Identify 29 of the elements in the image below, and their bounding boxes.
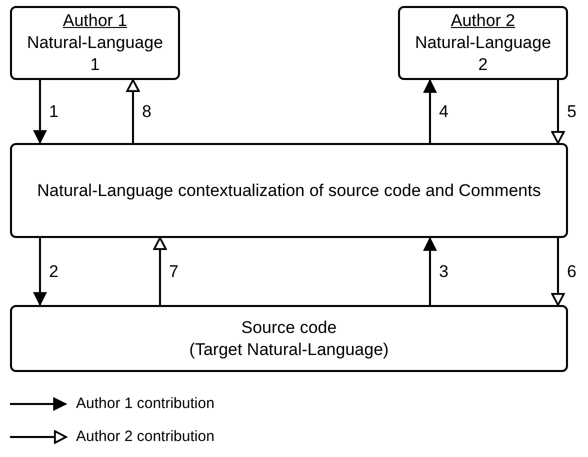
box-text: Natural-Language 2: [414, 32, 552, 76]
process-box: [10, 143, 568, 238]
box-text: Natural-Language 1: [26, 32, 164, 76]
edge-label: 1: [49, 102, 58, 122]
edge-label: 5: [567, 102, 576, 122]
arrow: [33, 238, 47, 306]
arrow: [153, 237, 167, 305]
box-text: Source code: [241, 316, 337, 338]
edge-label: 6: [567, 262, 576, 282]
edge-label: 4: [439, 102, 448, 122]
edge-label: 2: [49, 262, 58, 282]
arrow: [126, 79, 140, 143]
edge-label: 7: [169, 262, 178, 282]
legend-text: Author 2 contribution: [76, 427, 214, 447]
process-box: [10, 305, 568, 372]
arrow: [551, 238, 565, 306]
box-text: Natural-Language contextualization of source code and Comments: [37, 180, 541, 202]
arrow: [551, 80, 565, 144]
edge-label: 8: [142, 102, 152, 122]
edge-label: 3: [439, 262, 448, 282]
process-box: [10, 6, 180, 80]
arrow: [423, 236, 437, 305]
author-heading: Author 2: [450, 10, 516, 32]
box-text: (Target Natural-Language): [189, 338, 389, 360]
arrow: [33, 80, 47, 144]
arrow: [423, 78, 437, 143]
legend-text: Author 1 contribution: [76, 394, 214, 414]
author-heading: Author 1: [62, 10, 128, 32]
process-box: [398, 6, 568, 80]
